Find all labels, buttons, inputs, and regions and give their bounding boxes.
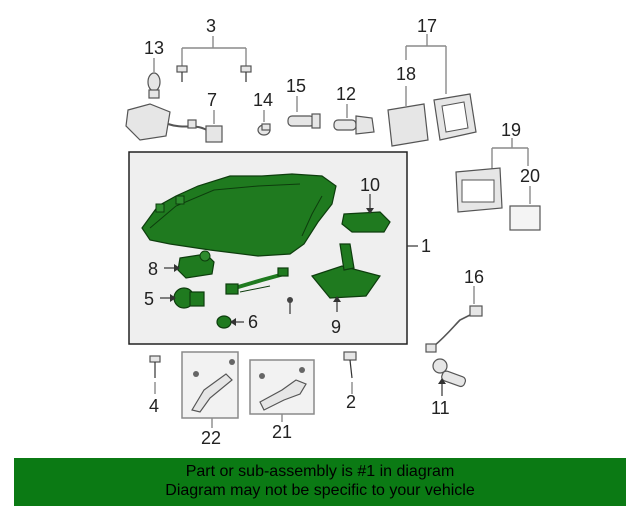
callout-4[interactable]: 4	[149, 396, 159, 416]
callout-3[interactable]: 3	[206, 16, 216, 36]
part-5-unit[interactable]	[160, 287, 205, 309]
callout-1[interactable]: 1	[421, 236, 431, 256]
callout-9[interactable]: 9	[331, 317, 341, 337]
screw-icon	[287, 297, 293, 314]
callout-22[interactable]: 22	[201, 428, 221, 448]
callout-6[interactable]: 6	[248, 312, 258, 332]
part-10-cover[interactable]	[341, 194, 391, 233]
parts-diagram: 1 10 8 5	[125, 16, 541, 448]
part-3-bolt-left[interactable]	[176, 65, 188, 82]
part-16-sensor[interactable]	[425, 305, 483, 353]
footer-banner: Part or sub-assembly is #1 in diagram Di…	[14, 458, 626, 506]
part-22-bracket-kit[interactable]	[181, 351, 239, 419]
part-17-bezel[interactable]	[433, 93, 477, 141]
part-13-bulb[interactable]	[147, 72, 161, 99]
callout-20[interactable]: 20	[520, 166, 540, 186]
part-14-bulb[interactable]	[257, 123, 271, 136]
callout-17[interactable]: 17	[417, 16, 437, 36]
footer-line-2: Diagram may not be specific to your vehi…	[165, 482, 475, 499]
callout-12[interactable]: 12	[336, 84, 356, 104]
part-15-bulb[interactable]	[287, 113, 321, 129]
part-21-bracket-kit[interactable]	[249, 359, 315, 415]
part-11-bulb[interactable]	[432, 358, 467, 388]
wiring-harness[interactable]	[225, 267, 289, 295]
callout-14[interactable]: 14	[253, 90, 273, 110]
part-18-lens[interactable]	[387, 103, 429, 147]
callout-7[interactable]: 7	[207, 90, 217, 110]
callout-13[interactable]: 13	[144, 38, 164, 58]
part-6-cap[interactable]	[216, 315, 244, 329]
part-9-bracket[interactable]	[310, 243, 381, 312]
callout-8[interactable]: 8	[148, 259, 158, 279]
callout-18[interactable]: 18	[396, 64, 416, 84]
headlamp-assembly[interactable]	[141, 173, 337, 257]
part-4-bolt[interactable]	[149, 355, 161, 378]
callout-15[interactable]: 15	[286, 76, 306, 96]
footer-line-1: Part or sub-assembly is #1 in diagram	[185, 463, 455, 480]
callout-16[interactable]: 16	[464, 267, 484, 287]
callout-5[interactable]: 5	[144, 289, 154, 309]
part-7-socket-harness[interactable]	[125, 103, 223, 143]
part-2-bolt[interactable]	[343, 351, 357, 379]
part-19-module[interactable]	[455, 167, 503, 213]
part-8-motor[interactable]	[164, 250, 215, 279]
part-20-label[interactable]	[509, 205, 541, 231]
part-12-bulb[interactable]	[333, 115, 375, 135]
callout-2[interactable]: 2	[346, 392, 356, 412]
part-3-bolt-right[interactable]	[240, 65, 252, 82]
callout-19[interactable]: 19	[501, 120, 521, 140]
callout-21[interactable]: 21	[272, 422, 292, 442]
callout-10[interactable]: 10	[360, 175, 380, 195]
callout-11[interactable]: 11	[431, 398, 450, 418]
